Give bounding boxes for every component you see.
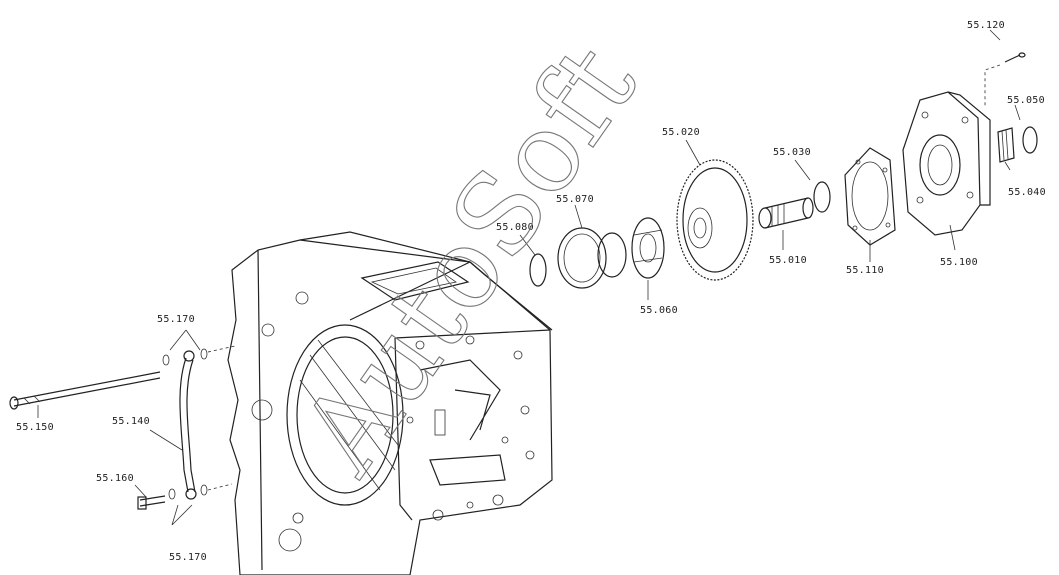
label-55030: 55.030 (773, 147, 811, 158)
needle-bearing-55040 (997, 127, 1015, 163)
label-55110: 55.110 (846, 265, 884, 276)
label-55070: 55.070 (556, 194, 594, 205)
label-55010: 55.010 (769, 255, 807, 266)
watermark: AutoSoft (276, 22, 661, 495)
label-55060: 55.060 (640, 305, 678, 316)
label-55040: 55.040 (1008, 187, 1046, 198)
gear-55020 (676, 159, 754, 281)
label-55170-top: 55.170 (157, 314, 195, 325)
part-labels: 55.120 55.050 55.040 55.020 55.030 55.07… (16, 20, 1046, 563)
label-55150: 55.150 (16, 422, 54, 433)
transmission-housing (227, 231, 553, 575)
snap-ring-55080 (529, 253, 547, 287)
pump-housing-55100 (902, 91, 991, 236)
label-55080: 55.080 (496, 222, 534, 233)
clutch-ring-55070 (557, 227, 607, 289)
label-55160: 55.160 (96, 473, 134, 484)
label-55100: 55.100 (940, 257, 978, 268)
shaft-55010 (758, 197, 814, 229)
long-bolt-55150 (9, 371, 161, 410)
label-55140: 55.140 (112, 416, 150, 427)
screw-55120 (984, 52, 1026, 108)
label-55050: 55.050 (1007, 95, 1045, 106)
banjo-bolt-55160 (137, 495, 166, 510)
label-55020: 55.020 (662, 127, 700, 138)
gasket-55110 (844, 147, 896, 246)
label-55170-bottom: 55.170 (169, 552, 207, 563)
ring-disc (597, 232, 627, 278)
oil-pipe-55140 (179, 350, 197, 500)
bearing-55060 (631, 217, 665, 279)
seal-ring-55030 (813, 181, 831, 213)
label-55120: 55.120 (967, 20, 1005, 31)
seal-washers (162, 345, 236, 500)
snap-ring-55050 (1022, 126, 1038, 154)
leader-lines (37, 29, 1021, 526)
